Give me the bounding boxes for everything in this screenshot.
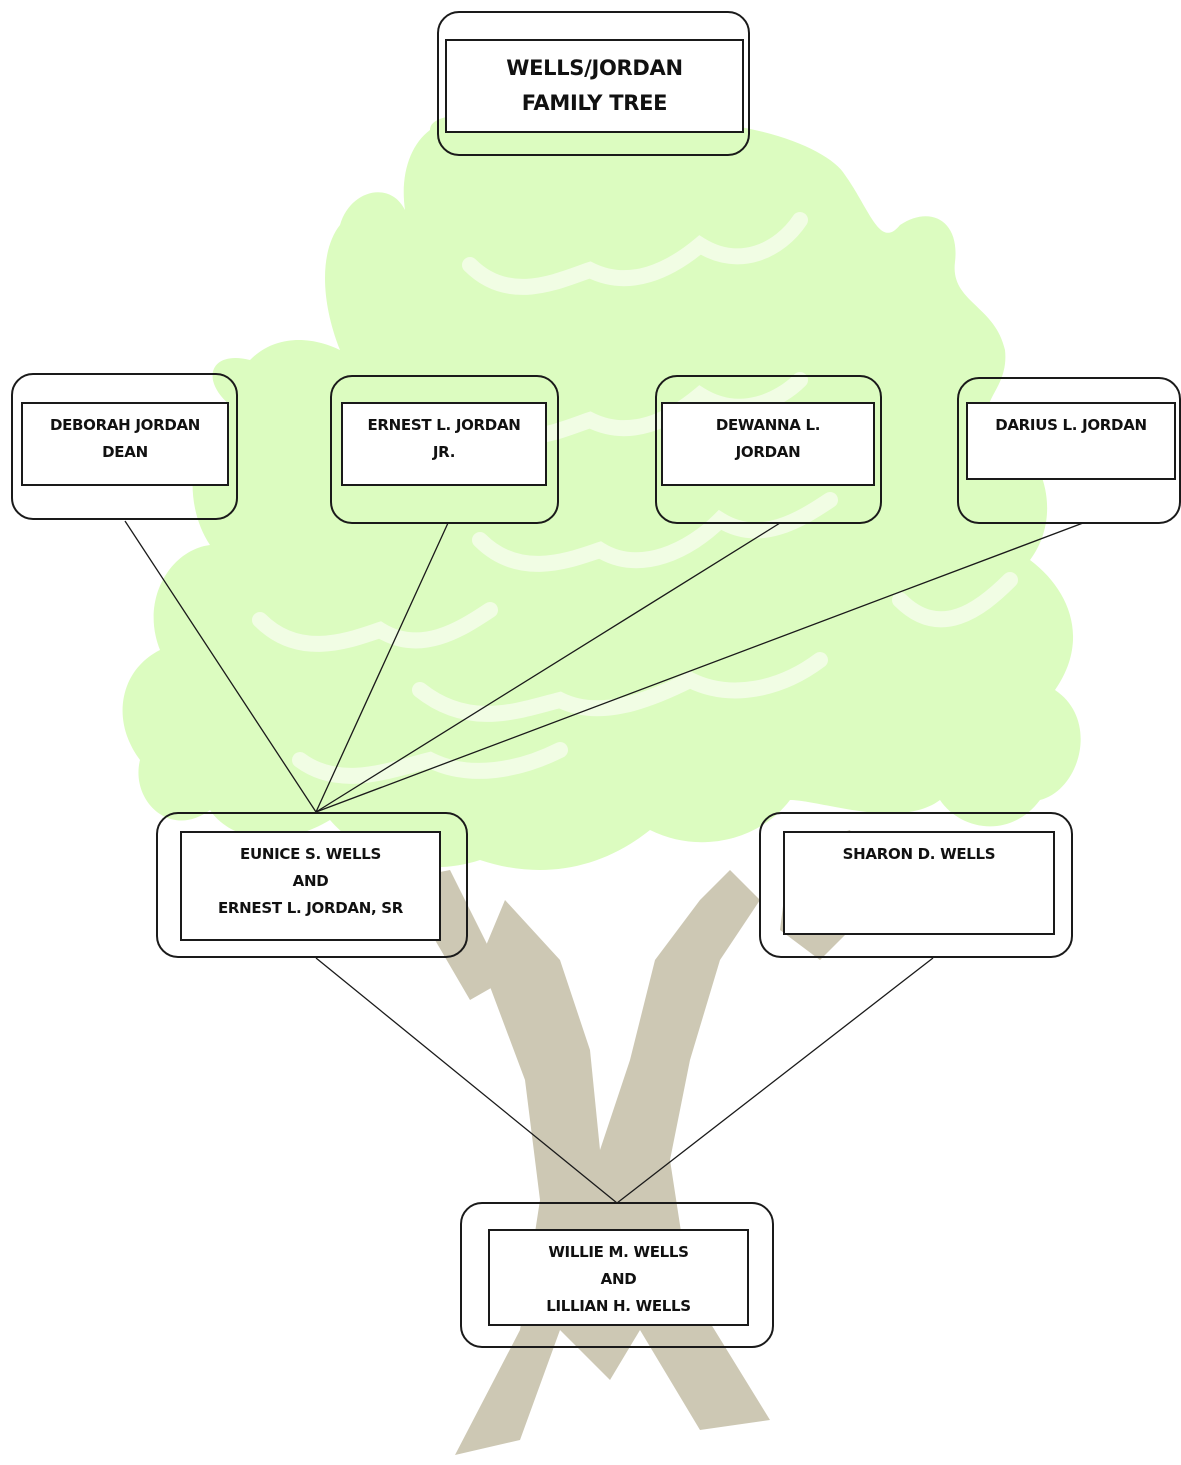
person-deborah-jordan-dean: DEBORAH JORDAN DEAN bbox=[11, 373, 238, 520]
couple-name-line-3: LILLIAN H. WELLS bbox=[546, 1297, 691, 1315]
person-inner-box: SHARON D. WELLS bbox=[783, 831, 1055, 935]
couple-name-line-1: EUNICE S. WELLS bbox=[240, 845, 381, 863]
foliage-highlights bbox=[252, 212, 1018, 784]
couple-name-line-1: WILLIE M. WELLS bbox=[548, 1243, 689, 1261]
person-sharon-d-wells: SHARON D. WELLS bbox=[759, 812, 1073, 958]
couple-name-line-3: ERNEST L. JORDAN, SR bbox=[217, 899, 404, 917]
person-name-line-2: JORDAN bbox=[735, 443, 801, 461]
person-name-line-2: JR. bbox=[432, 443, 456, 461]
person-name-line-1: DEWANNA L. bbox=[715, 416, 821, 434]
person-inner-box: ERNEST L. JORDAN JR. bbox=[341, 402, 547, 486]
connector-lines bbox=[124, 520, 1084, 1204]
person-name-line-1: DARIUS L. JORDAN bbox=[995, 416, 1147, 434]
person-name-line-1: DEBORAH JORDAN bbox=[49, 416, 201, 434]
couple-inner-box: EUNICE S. WELLS AND ERNEST L. JORDAN, SR bbox=[180, 831, 441, 941]
title-line-2: FAMILY TREE bbox=[521, 91, 668, 115]
person-inner-box: DARIUS L. JORDAN bbox=[966, 402, 1176, 480]
title-line-1: WELLS/JORDAN bbox=[506, 56, 683, 80]
couple-name-line-2: AND bbox=[292, 872, 329, 890]
person-inner-box: DEBORAH JORDAN DEAN bbox=[21, 402, 229, 486]
person-dewanna-l-jordan: DEWANNA L. JORDAN bbox=[655, 375, 882, 524]
couple-willie-wells-lillian-wells: WILLIE M. WELLS AND LILLIAN H. WELLS bbox=[460, 1202, 774, 1348]
couple-inner-box: WILLIE M. WELLS AND LILLIAN H. WELLS bbox=[488, 1229, 749, 1326]
tree-foliage bbox=[122, 113, 1081, 871]
person-inner-box: DEWANNA L. JORDAN bbox=[661, 402, 875, 486]
title-box: WELLS/JORDAN FAMILY TREE bbox=[437, 11, 750, 156]
title-inner-box: WELLS/JORDAN FAMILY TREE bbox=[445, 39, 744, 133]
couple-name-line-2: AND bbox=[600, 1270, 637, 1288]
person-ernest-l-jordan-jr: ERNEST L. JORDAN JR. bbox=[330, 375, 559, 524]
person-name-line-1: SHARON D. WELLS bbox=[842, 845, 996, 863]
person-darius-l-jordan: DARIUS L. JORDAN bbox=[957, 377, 1181, 524]
couple-eunice-wells-ernest-jordan-sr: EUNICE S. WELLS AND ERNEST L. JORDAN, SR bbox=[156, 812, 468, 958]
person-name-line-1: ERNEST L. JORDAN bbox=[367, 416, 521, 434]
person-name-line-2: DEAN bbox=[102, 443, 148, 461]
